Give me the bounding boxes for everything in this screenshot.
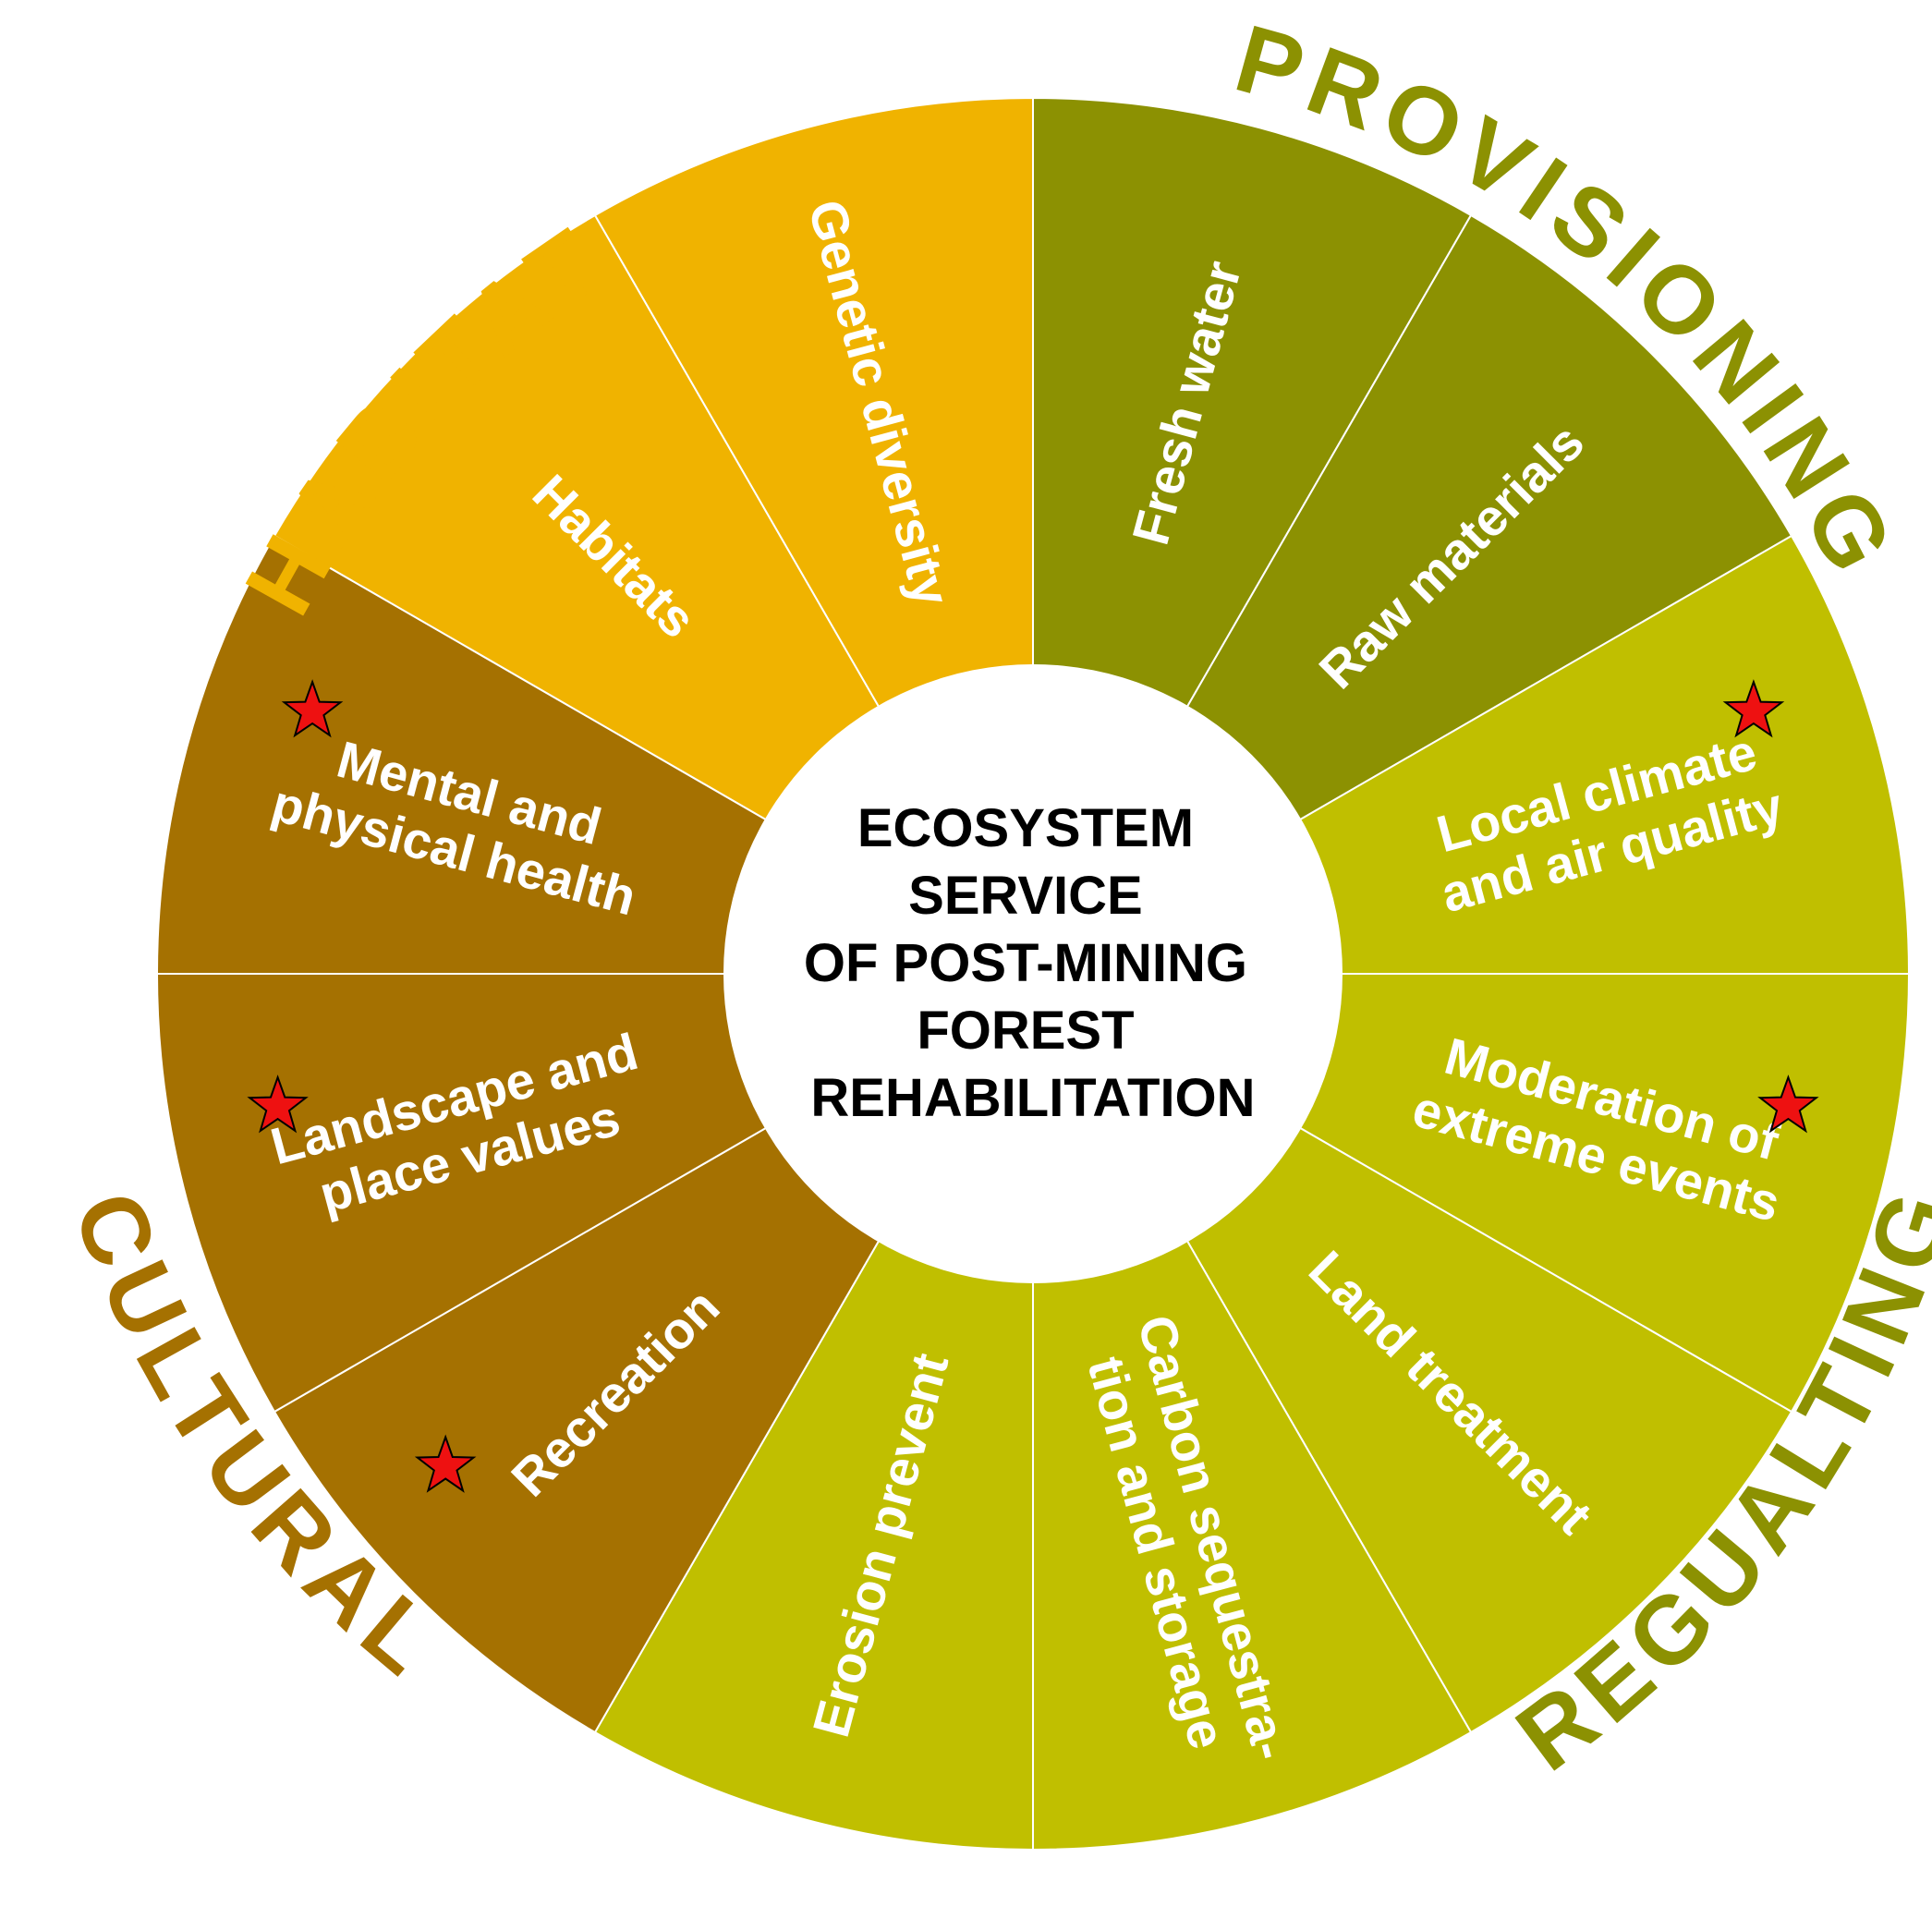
star-icon xyxy=(247,1074,309,1134)
star-icon xyxy=(1722,679,1785,738)
star-icon xyxy=(281,679,344,738)
center-title: ECOSYSTEM SERVICE OF POST-MINING FOREST … xyxy=(804,798,1262,1128)
star-icon xyxy=(1757,1074,1819,1134)
center-title-line-2: SERVICE xyxy=(908,866,1143,926)
center-title-line-1: ECOSYSTEM xyxy=(857,798,1194,858)
center-circle xyxy=(723,664,1343,1283)
stars-layer xyxy=(247,679,1819,1493)
star-icon xyxy=(414,1434,477,1493)
center-title-line-5: REHABILITATION xyxy=(810,1068,1255,1128)
center-title-line-3: OF POST-MINING xyxy=(804,933,1247,993)
center-title-line-4: FOREST xyxy=(917,1001,1134,1061)
